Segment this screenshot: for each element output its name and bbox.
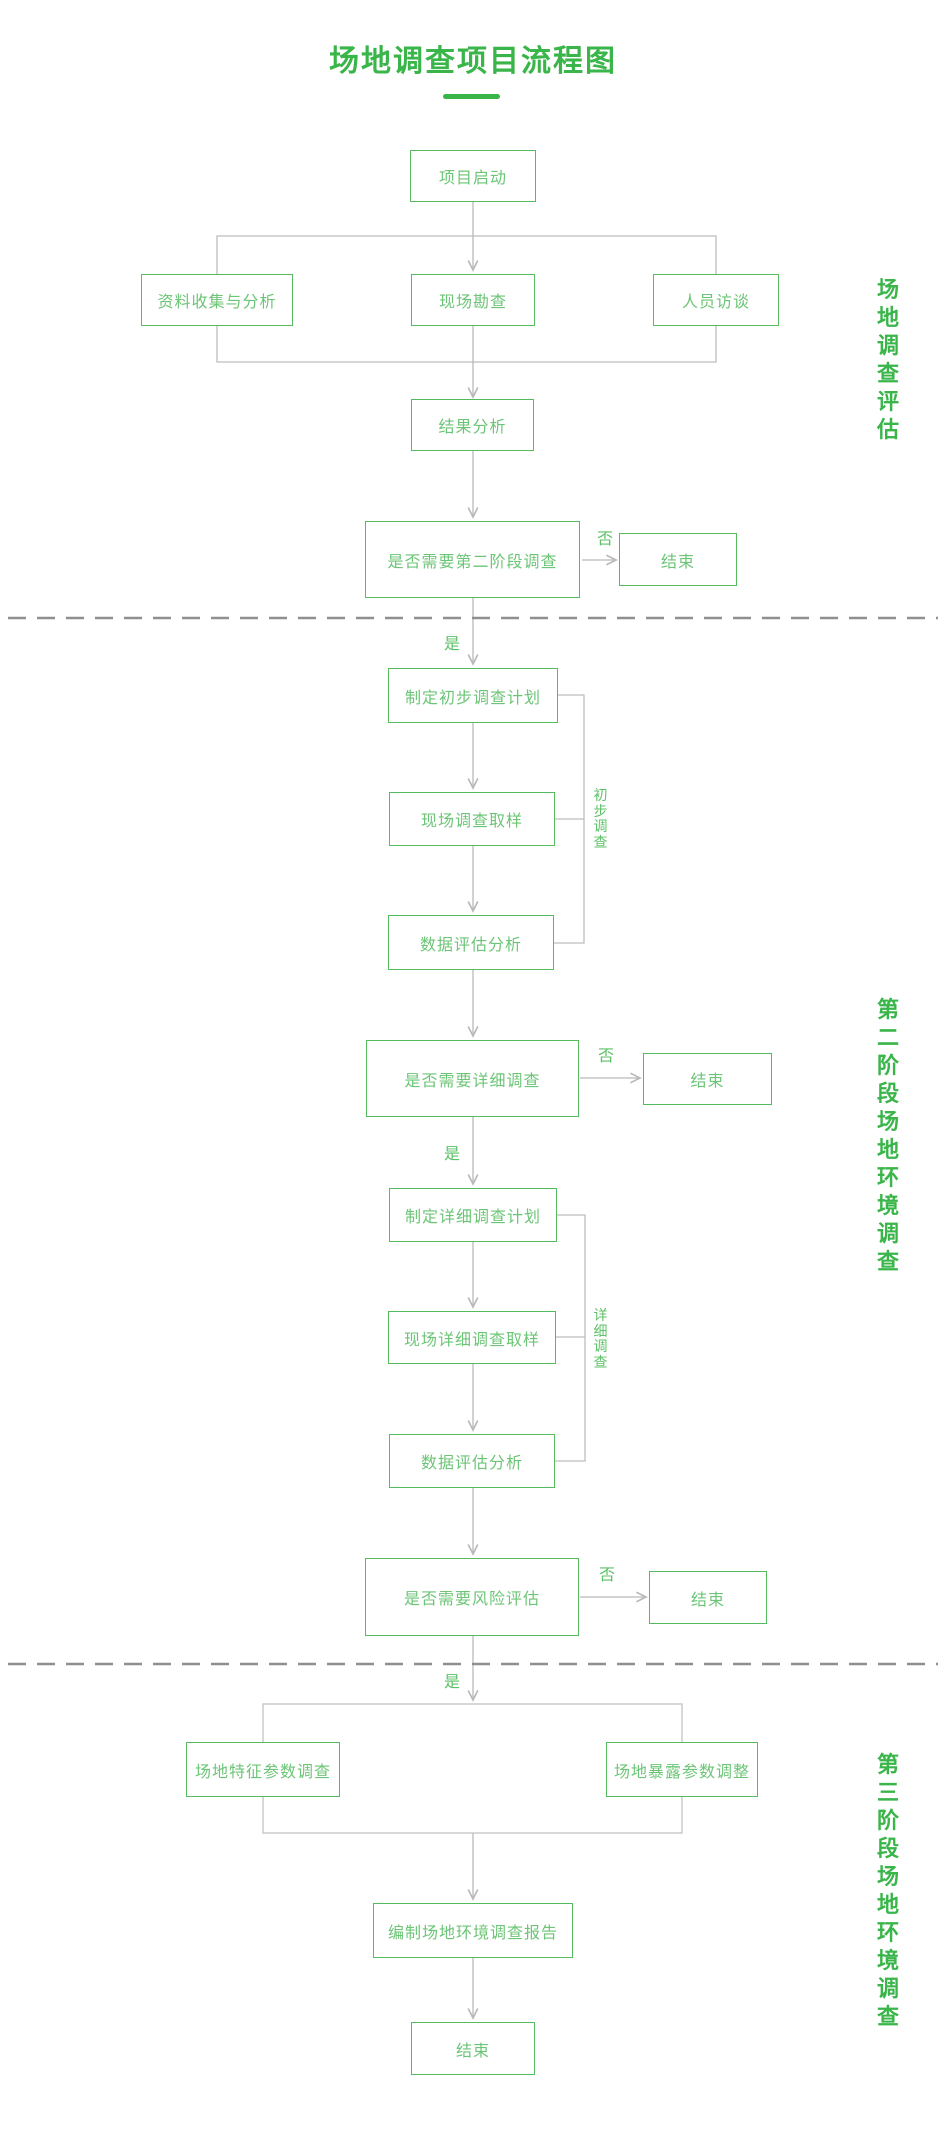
flow-node-detailed-data-eval: 数据评估分析 [389,1434,555,1488]
edge-label-yes-2: 是 [444,1146,461,1163]
edge-label-yes-3: 是 [444,1674,461,1691]
edge-label-no-1: 否 [597,531,614,548]
flow-node-site-survey: 现场勘查 [411,274,535,326]
flow-node-end-2: 结束 [643,1053,772,1105]
merge-connector-phase1 [216,326,717,363]
section-label-phase1: 场地调查评估 [876,277,899,442]
flow-node-need-detailed: 是否需要详细调查 [366,1040,579,1117]
section-label-phase2: 第二阶段场地环境调查 [876,997,899,1274]
flow-node-prelim-data-eval: 数据评估分析 [388,915,554,970]
flow-node-prelim-sampling: 现场调查取样 [389,792,555,846]
flow-node-start: 项目启动 [410,150,536,202]
edge-label-yes-1: 是 [444,636,461,653]
bracket-label-detailed: 详细调查 [593,1307,608,1370]
page-title: 场地调查项目流程图 [329,45,617,78]
flow-node-result-analysis: 结果分析 [411,399,534,451]
bracket-label-prelim: 初步调查 [593,787,608,850]
section-label-phase3: 第三阶段场地环境调查 [876,1752,899,2029]
flow-node-end-3: 结束 [649,1571,767,1624]
flow-node-end-1: 结束 [619,533,737,586]
flow-node-need-phase2: 是否需要第二阶段调查 [365,521,580,598]
flow-node-prelim-plan: 制定初步调查计划 [388,668,558,723]
flow-node-report: 编制场地环境调查报告 [373,1903,573,1958]
flow-node-exposure-param: 场地暴露参数调整 [606,1742,758,1797]
flow-node-site-param: 场地特征参数调查 [186,1742,340,1797]
edge-label-no-3: 否 [599,1567,616,1584]
title-underline [443,94,500,99]
edge-label-no-2: 否 [598,1048,615,1065]
flow-node-detailed-plan: 制定详细调查计划 [389,1188,557,1242]
flow-node-need-risk: 是否需要风险评估 [365,1558,579,1636]
flow-node-interviews: 人员访谈 [653,274,779,326]
flow-node-detailed-sampling: 现场详细调查取样 [388,1311,556,1364]
split-connector-phase1 [216,235,717,274]
flow-node-data-collection: 资料收集与分析 [141,274,293,326]
flow-node-end-final: 结束 [411,2022,535,2075]
bracket-detailed [555,1214,586,1462]
bracket-prelim [554,694,585,944]
